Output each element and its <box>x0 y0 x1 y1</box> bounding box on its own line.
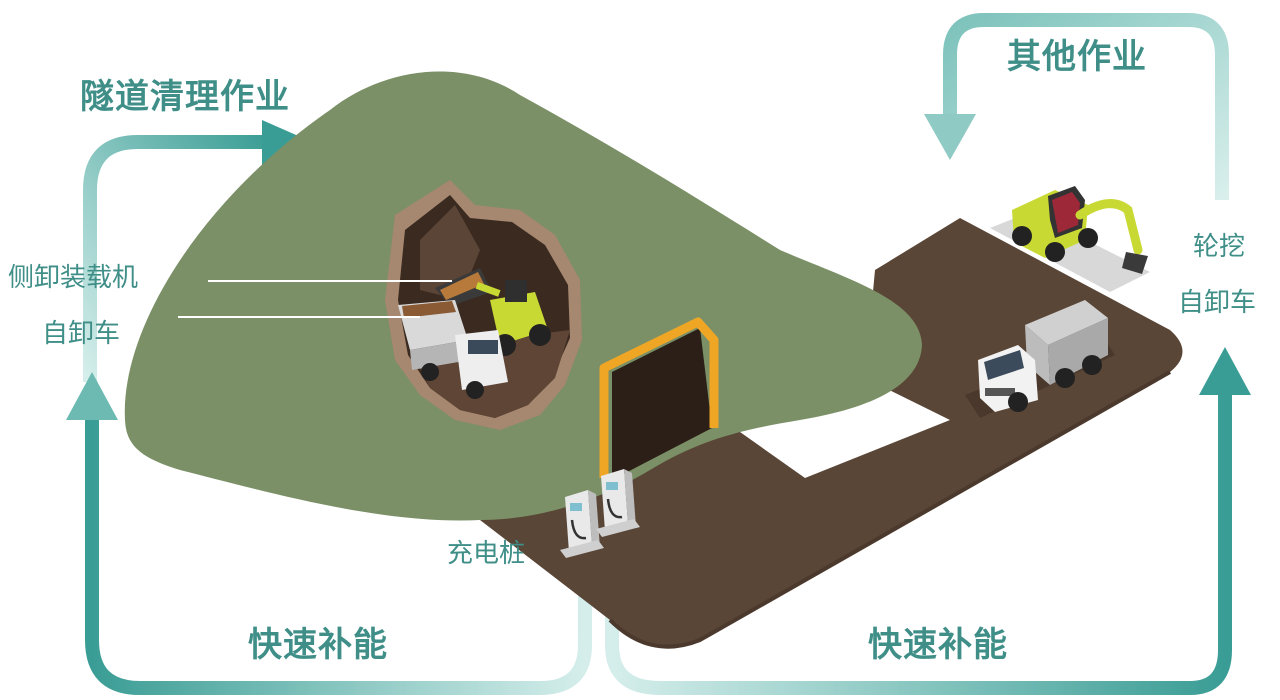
truck-wheel <box>1008 392 1028 412</box>
loader-wheel <box>529 324 551 346</box>
loop-arrows <box>66 13 1251 695</box>
left-loop-arrowhead-up <box>66 372 118 420</box>
loader-arm <box>475 282 501 297</box>
tunnel-clearing-label: 隧道清理作业 <box>80 77 290 117</box>
road-surface <box>480 218 1183 647</box>
wheel-excavator-vehicle <box>990 186 1150 292</box>
truck-bed-front <box>1025 325 1050 385</box>
left-dump-truck-label: 自卸车 <box>42 319 121 349</box>
truck-grille <box>985 388 1015 396</box>
charging-pile-unit <box>596 469 640 537</box>
excavator-cab-frame <box>1052 192 1080 233</box>
truck-windshield <box>468 340 498 354</box>
right-dump-truck-label: 自卸车 <box>1178 288 1257 318</box>
truck-wheel <box>421 363 439 381</box>
excavator-boom <box>1075 199 1143 255</box>
right-top-loop-arrow <box>943 13 1229 200</box>
excavator-wheel <box>1045 242 1065 262</box>
wheel-excavator-label: 轮挖 <box>1193 232 1246 262</box>
other-work-label: 其他作业 <box>1007 37 1147 77</box>
other-work-arrowhead-down <box>924 114 976 160</box>
side-loader-vehicle <box>435 268 551 356</box>
charging-pile-unit <box>560 490 604 558</box>
right-dump-truck-vehicle <box>965 300 1115 418</box>
portal-frame <box>599 317 719 478</box>
fast-recharge-left-label: 快速补能 <box>248 625 388 665</box>
truck-bed <box>1025 300 1108 345</box>
excavator-bucket <box>1122 252 1148 274</box>
excavator-wheel <box>1078 228 1098 248</box>
truck-wheel <box>1055 368 1075 388</box>
truck-bed-side <box>410 340 470 370</box>
right-bottom-loop-arrow <box>605 390 1232 695</box>
left-loop-up-arrow <box>83 135 270 382</box>
portal-opening <box>612 328 712 480</box>
left-bottom-loop-arrow <box>85 415 592 695</box>
truck-windshield <box>984 350 1024 380</box>
excavator-wheel <box>1012 226 1032 246</box>
left-dump-truck-vehicle <box>398 300 508 399</box>
charging-piles <box>560 469 640 558</box>
road-edge <box>608 370 1171 649</box>
loader-cab <box>505 280 527 302</box>
truck-bed-load <box>402 301 456 318</box>
truck-wheel <box>1082 355 1102 375</box>
fast-recharge-right-label: 快速补能 <box>868 625 1008 665</box>
road <box>480 218 1183 649</box>
truck-wheel <box>466 381 484 399</box>
charging-pile-label: 充电桩 <box>447 539 526 569</box>
loader-bucket-dirt <box>440 272 484 300</box>
tunnel-portal <box>599 317 719 480</box>
side-loader-label: 侧卸装载机 <box>8 263 139 293</box>
right-loop-arrowhead-up <box>1199 347 1251 395</box>
